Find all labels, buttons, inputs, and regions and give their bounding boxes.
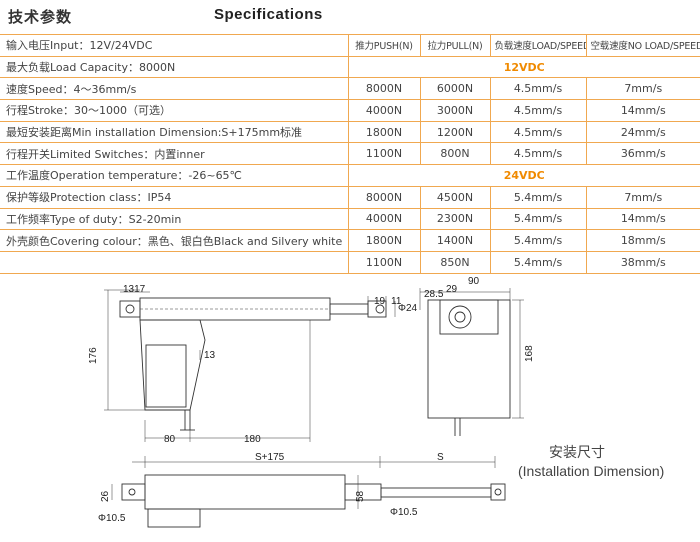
cell-load-speed: 5.4mm/s <box>489 185 586 209</box>
cell-noload-speed: 14mm/s <box>585 99 700 122</box>
spec-table: 输入电压Input：12V/24VDC 推力PUSH(N) 拉力PULL(N) … <box>0 34 700 274</box>
actuator-end-view <box>419 288 524 436</box>
spec-label: 行程开关Limited Switches：内置inner <box>0 142 349 166</box>
dim-80: 80 <box>164 434 176 445</box>
page-title-en: Specifications <box>214 6 323 23</box>
cell-pull: 6000N <box>419 77 490 101</box>
col-header-push: 推力PUSH(N) <box>347 34 420 57</box>
table-row: 最大负载Load Capacity：8000N 12VDC <box>0 55 700 79</box>
installation-drawing: 1317 176 13 80 180 19 11 Φ24 28.5 29 90 … <box>88 276 535 528</box>
cell-load-speed: 4.5mm/s <box>489 120 586 144</box>
cell-noload-speed: 7mm/s <box>585 185 700 209</box>
spec-label: 输入电压Input：12V/24VDC <box>0 34 349 57</box>
cell-pull: 2300N <box>419 207 490 231</box>
spec-label: 外壳颜色Covering colour：黑色、银白色Black and Silv… <box>0 229 349 252</box>
cell-push: 1100N <box>347 250 420 274</box>
installation-caption-cn: 安装尺寸 <box>549 445 605 461</box>
dim-28-5: 28.5 <box>424 289 444 300</box>
dim-s-175: S+175 <box>255 452 285 463</box>
dim-29: 29 <box>446 284 458 295</box>
spec-label: 最大负载Load Capacity：8000N <box>0 55 349 79</box>
cell-noload-speed: 24mm/s <box>585 120 700 144</box>
dim-1317: 1317 <box>123 284 146 295</box>
cell-pull: 4500N <box>419 185 490 209</box>
cell-noload-speed: 36mm/s <box>585 142 700 166</box>
cell-push: 8000N <box>347 185 420 209</box>
cell-noload-speed: 14mm/s <box>585 207 700 231</box>
col-header-pull: 拉力PULL(N) <box>419 34 490 57</box>
cell-push: 4000N <box>347 99 420 122</box>
spec-label: 行程Stroke：30～1000（可选） <box>0 99 349 122</box>
spec-label: 最短安装距离Min installation Dimension:S+175mm… <box>0 120 349 144</box>
cell-load-speed: 4.5mm/s <box>489 77 586 101</box>
cell-load-speed: 5.4mm/s <box>489 229 586 252</box>
dim-13: 13 <box>204 350 216 361</box>
voltage-header-24v: 24VDC <box>347 164 700 187</box>
spec-label: 速度Speed：4～36mm/s <box>0 77 349 101</box>
cell-load-speed: 4.5mm/s <box>489 142 586 166</box>
cell-pull: 3000N <box>419 99 490 122</box>
table-row: 外壳颜色Covering colour：黑色、银白色Black and Silv… <box>0 229 700 252</box>
cell-noload-speed: 18mm/s <box>585 229 700 252</box>
cell-pull: 1400N <box>419 229 490 252</box>
table-row: 输入电压Input：12V/24VDC 推力PUSH(N) 拉力PULL(N) … <box>0 34 700 57</box>
table-row: 速度Speed：4～36mm/s 8000N 6000N 4.5mm/s 7mm… <box>0 77 700 101</box>
cell-push: 8000N <box>347 77 420 101</box>
table-row: 行程开关Limited Switches：内置inner 1100N 800N … <box>0 142 700 166</box>
dim-phi10-5-left: Φ10.5 <box>98 513 126 524</box>
table-row: 工作频率Type of duty：S2-20min 4000N 2300N 5.… <box>0 207 700 231</box>
cell-push: 1800N <box>347 120 420 144</box>
actuator-side-view <box>104 289 396 442</box>
dim-11: 11 <box>391 296 402 307</box>
col-header-noload-speed: 空载速度NO LOAD/SPEED <box>585 34 700 57</box>
cell-push: 1100N <box>347 142 420 166</box>
dim-90: 90 <box>468 276 480 287</box>
col-header-load-speed: 负载速度LOAD/SPEED <box>489 34 586 57</box>
cell-pull: 800N <box>419 142 490 166</box>
spec-label: 工作温度Operation temperature：-26~65℃ <box>0 164 349 187</box>
cell-pull: 1200N <box>419 120 490 144</box>
header: 技术参数 Specifications <box>0 0 700 34</box>
table-row: 行程Stroke：30～1000（可选） 4000N 3000N 4.5mm/s… <box>0 99 700 122</box>
cell-push: 4000N <box>347 207 420 231</box>
dim-58: 58 <box>355 490 366 502</box>
cell-load-speed: 5.4mm/s <box>489 207 586 231</box>
page-title-cn: 技术参数 <box>8 8 73 26</box>
dim-26: 26 <box>100 490 111 502</box>
dim-phi24: Φ24 <box>398 303 418 314</box>
dim-180: 180 <box>244 434 261 445</box>
installation-caption-en: (Installation Dimension) <box>518 463 665 479</box>
dim-176: 176 <box>88 347 99 364</box>
cell-load-speed: 4.5mm/s <box>489 99 586 122</box>
table-row: 工作温度Operation temperature：-26~65℃ 24VDC <box>0 164 700 187</box>
dim-19: 19 <box>374 296 386 307</box>
dim-phi10-5-right: Φ10.5 <box>390 507 418 518</box>
voltage-header-12v: 12VDC <box>347 55 700 79</box>
cell-load-speed: 5.4mm/s <box>489 250 586 274</box>
dim-168: 168 <box>524 345 535 362</box>
spec-label: 保护等级Protection class：IP54 <box>0 185 349 209</box>
table-row: 最短安装距离Min installation Dimension:S+175mm… <box>0 120 700 144</box>
cell-pull: 850N <box>419 250 490 274</box>
cell-noload-speed: 7mm/s <box>585 77 700 101</box>
table-row: 保护等级Protection class：IP54 8000N 4500N 5.… <box>0 185 700 209</box>
cell-push: 1800N <box>347 229 420 252</box>
spec-label: 工作频率Type of duty：S2-20min <box>0 207 349 231</box>
cell-noload-speed: 38mm/s <box>585 250 700 274</box>
table-row: 1100N 850N 5.4mm/s 38mm/s <box>0 250 700 274</box>
dim-s: S <box>437 452 444 463</box>
actuator-bottom-view <box>111 456 506 528</box>
